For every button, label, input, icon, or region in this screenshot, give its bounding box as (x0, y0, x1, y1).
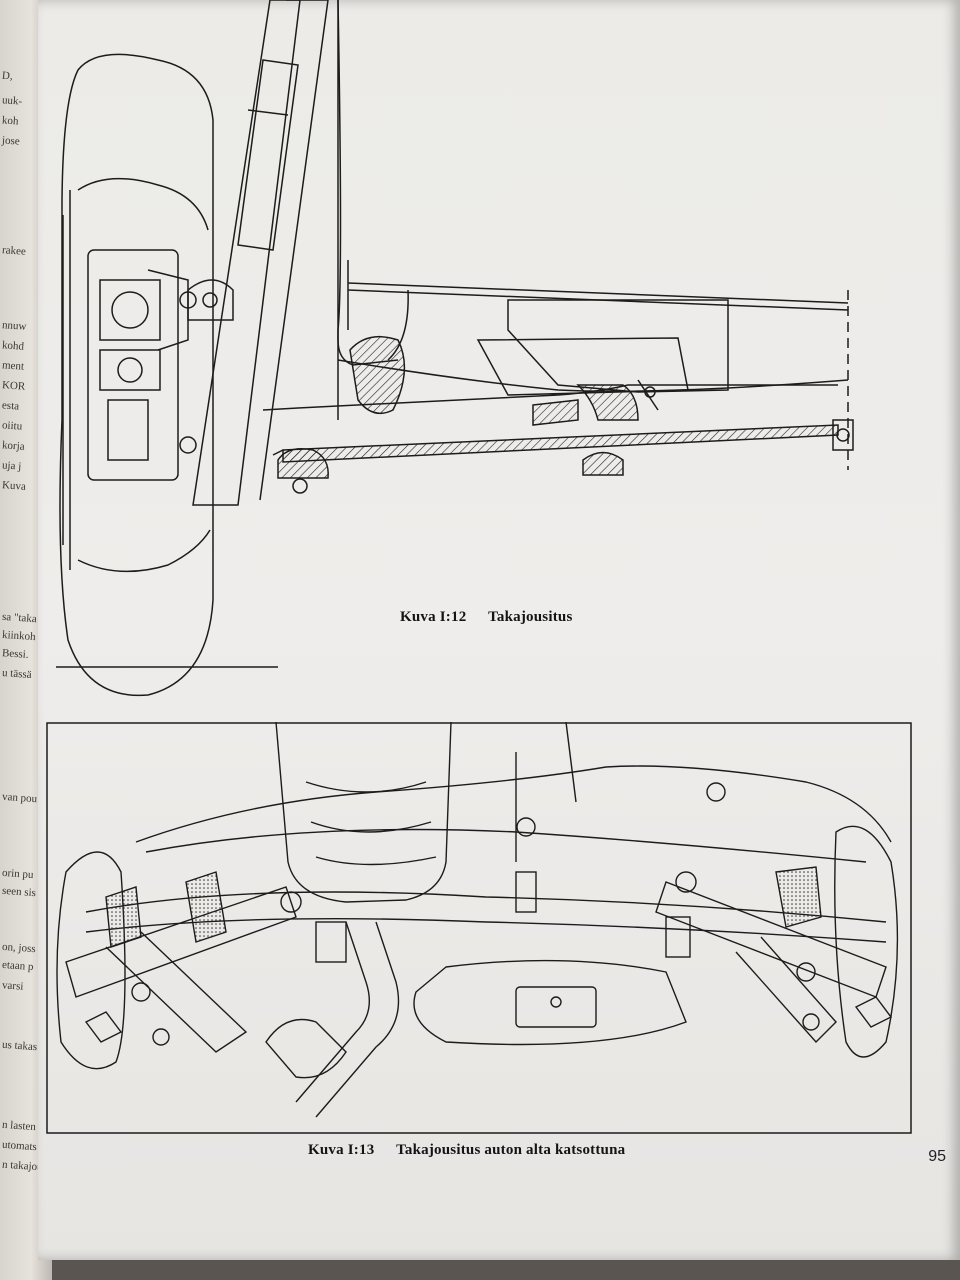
prev-text-fragment: esta (1, 399, 20, 413)
prev-text-fragment: n lasten (1, 1118, 37, 1134)
prev-text-fragment: koh (1, 114, 19, 128)
prev-text-fragment: kiinkoh (1, 628, 37, 644)
prev-text-fragment: orin pu (1, 866, 34, 882)
rear-suspension-section-drawing (56, 0, 854, 697)
prev-text-fragment: varsi (1, 979, 24, 993)
prev-text-fragment: korja (1, 439, 26, 453)
prev-text-fragment: van pou (1, 790, 38, 806)
figure-13-caption: Kuva I:13 Takajousitus auton alta katsot… (308, 1142, 625, 1159)
prev-text-fragment: ment (1, 359, 25, 373)
figure-13-number: Kuva I:13 (308, 1142, 375, 1158)
prev-text-fragment: oiitu (1, 419, 23, 433)
prev-text-fragment: uuk- (1, 94, 23, 108)
prev-text-fragment: uja j (1, 459, 22, 473)
prev-text-fragment: seen sis (1, 884, 37, 900)
prev-text-fragment: nnuw (1, 319, 27, 333)
page-number: 95 (928, 1148, 946, 1165)
prev-text-fragment: D, (1, 69, 14, 83)
prev-text-fragment: sa "taka (1, 610, 38, 626)
prev-text-fragment: kohd (1, 339, 25, 353)
prev-text-fragment: rakee (1, 244, 27, 258)
prev-text-fragment: KOR (1, 379, 26, 393)
prev-text-fragment: us takas (1, 1038, 38, 1054)
prev-text-fragment: u tässä (1, 666, 33, 682)
figure-13-title: Takajousitus auton alta katsottuna (396, 1142, 626, 1158)
prev-text-fragment: utomats (1, 1138, 38, 1154)
figure-12-caption: Kuva I:12 Takajousitus (400, 609, 572, 626)
figure-rear-suspension-underside (46, 722, 912, 1142)
prev-text-fragment: Bessi. (1, 647, 29, 661)
prev-text-fragment: n takajou (1, 1158, 44, 1174)
figure-frame (46, 722, 912, 1134)
prev-text-fragment: etaan p (1, 958, 34, 974)
figure-12-number: Kuva I:12 (400, 609, 467, 625)
rear-suspension-underside-drawing (46, 722, 912, 1134)
manual-page: Kuva I:12 Takajousitus (38, 0, 960, 1260)
prev-text-fragment: jose (1, 134, 21, 148)
figure-rear-suspension-section (38, 0, 960, 700)
figure-12-title: Takajousitus (488, 609, 573, 625)
prev-text-fragment: on, joss (1, 940, 37, 956)
prev-text-fragment: Kuva (1, 479, 27, 493)
